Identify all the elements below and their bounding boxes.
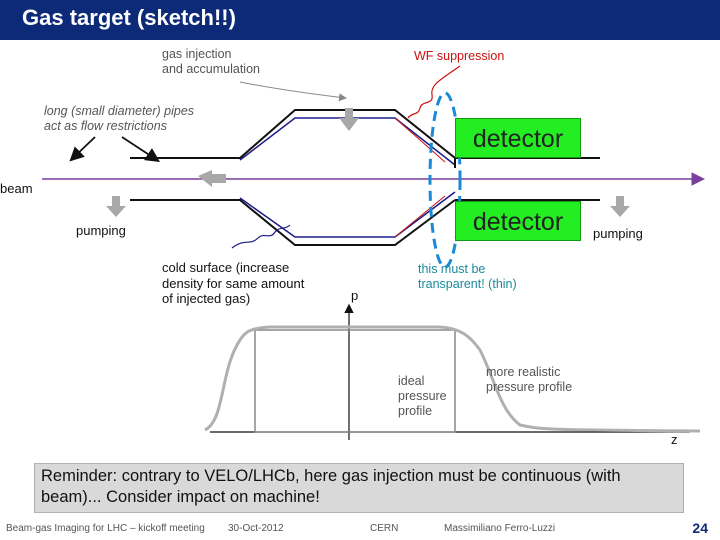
footer-date: 30-Oct-2012 — [228, 523, 284, 534]
long-pipes-label: long (small diameter) pipes act as flow … — [44, 104, 195, 133]
gas-flow-arrow — [198, 170, 226, 187]
pipes-arrow-right — [121, 136, 161, 162]
pumping-left-label: pumping — [76, 223, 126, 238]
cold-surface-callout — [231, 224, 291, 249]
cold-surface-bottom — [239, 191, 456, 238]
beam-label: beam — [0, 181, 33, 196]
detector-bottom: detector — [455, 201, 581, 241]
detector-top: detector — [455, 118, 581, 158]
z-axis-label: z — [671, 432, 678, 447]
footer-event: Beam-gas Imaging for LHC – kickoff meeti… — [6, 523, 205, 534]
pumping-arrow-left — [106, 196, 126, 217]
p-axis-label: p — [351, 288, 359, 303]
gas-injection-arrow — [339, 108, 359, 131]
exit-window-ellipse — [428, 91, 462, 269]
gas-injection-label: gas injection and accumulation — [162, 47, 260, 76]
realistic-pressure-profile — [204, 325, 701, 433]
chamber-bottom-wall — [130, 199, 456, 246]
slide-title: Gas target (sketch!!) — [22, 5, 236, 30]
pumping-right-label: pumping — [593, 226, 643, 241]
pipes-arrow-left — [69, 136, 96, 162]
ideal-pressure-profile — [254, 329, 456, 433]
title-bar: Gas target (sketch!!) — [0, 0, 720, 40]
footer-author: Massimiliano Ferro-Luzzi — [444, 523, 556, 534]
realistic-profile-label: more realistic pressure profile — [486, 365, 573, 394]
wf-suppression-label: WF suppression — [414, 49, 505, 63]
cold-surface-label: cold surface (increase density for same … — [162, 260, 305, 307]
reminder-box: Reminder: contrary to VELO/LHCb, here ga… — [34, 463, 684, 513]
transparent-label: this must be transparent! (thin) — [418, 262, 517, 291]
gas-injection-callout — [239, 81, 347, 102]
wf-line-top — [394, 117, 446, 163]
ideal-profile-label: ideal pressure profile — [398, 374, 447, 418]
page-number: 24 — [692, 520, 708, 536]
footer-org: CERN — [370, 523, 399, 534]
wf-callout — [407, 65, 461, 119]
wf-line-bottom — [394, 195, 446, 238]
pumping-arrow-right — [610, 196, 630, 217]
